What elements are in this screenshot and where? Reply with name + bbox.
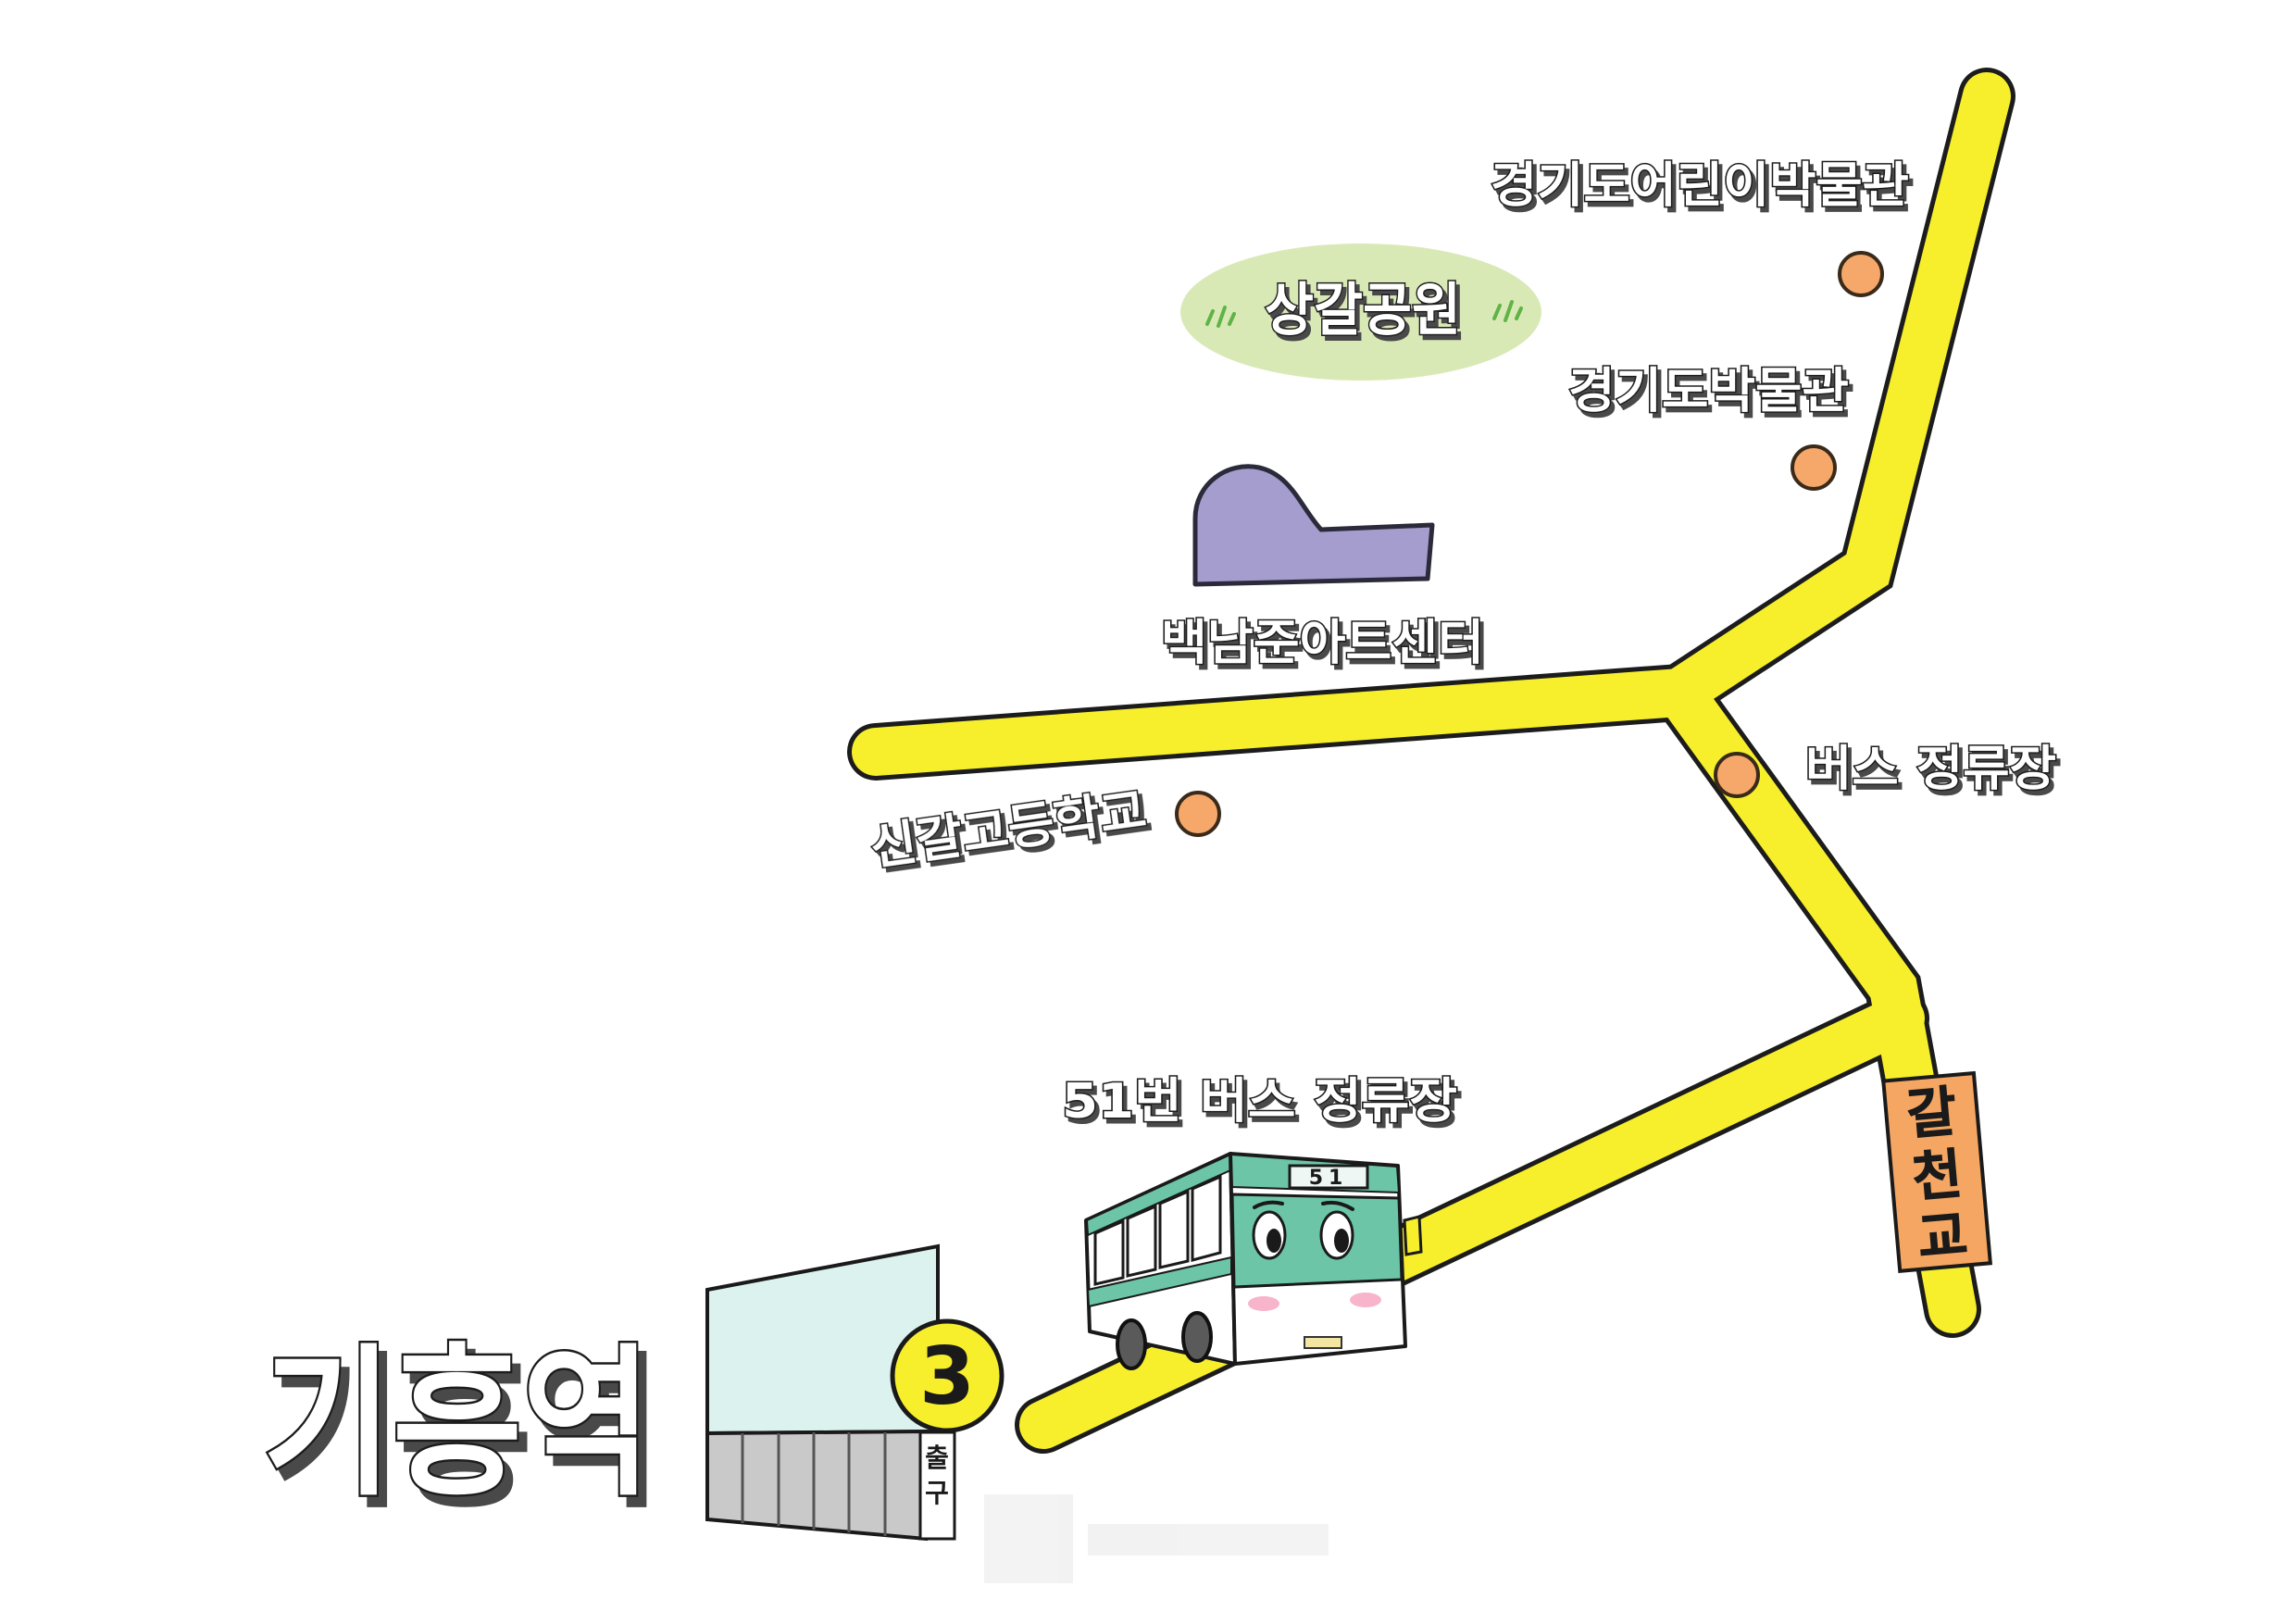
label-gyeonggi-provincial-museum: 경기도박물관: [1568, 364, 1849, 419]
art-center-building-icon: [1192, 464, 1435, 587]
grass-icon: [1205, 300, 1523, 328]
label-giheung-station: 기흥역: [263, 1330, 652, 1518]
bus-route-number: 51: [1309, 1167, 1349, 1190]
bus-front-wheel: [1181, 1311, 1213, 1363]
bus-right-pupil: [1334, 1229, 1349, 1253]
bus-rear-wheel: [1116, 1318, 1147, 1370]
bus-window: [1126, 1204, 1157, 1278]
watermark-bar: [1088, 1524, 1329, 1555]
nam-june-paik-art-center: 백남준아트센터: [1160, 464, 1486, 673]
sanggal-park: 상갈공원: [1180, 244, 1541, 381]
bridge-sign-board: [1881, 1070, 1993, 1273]
bus-side-windows: [1093, 1174, 1222, 1286]
exit-label-char-2: 구: [925, 1478, 949, 1508]
orange-dot-icon: [1838, 251, 1884, 297]
grass-left: [1205, 306, 1236, 328]
bus-window: [1191, 1174, 1222, 1262]
park-area: [1180, 244, 1541, 381]
label-sanggal-park: 상갈공원: [1265, 276, 1461, 344]
place-markers: [1175, 251, 1884, 837]
road-west: [852, 668, 1703, 776]
station-base: [705, 1429, 928, 1542]
exit-label-box: [918, 1430, 956, 1541]
bus-right-cheek: [1350, 1293, 1381, 1307]
label-bus-51-stop: 51번 버스 정류장: [1062, 1074, 1457, 1130]
label-bus-stop: 버스 정류장: [1805, 742, 2056, 797]
watermark-square: [984, 1494, 1073, 1583]
exit-number-circle: [890, 1318, 1004, 1433]
bus-side-mirror: [1403, 1215, 1423, 1256]
bus-eyebrows: [1253, 1200, 1354, 1211]
galcheon-bridge-sign: 갈 천 교: [1881, 1070, 1993, 1273]
station-base-stripes: [741, 1432, 887, 1536]
bus-window: [1093, 1218, 1125, 1286]
bridge-sign-char-3: 교: [1915, 1203, 1970, 1269]
label-gyeonggi-childrens-museum: 경기도어린이박물관: [1491, 158, 1909, 214]
bus-left-cheek: [1248, 1296, 1279, 1311]
bridge-sign-char-2: 천: [1910, 1143, 1965, 1209]
grass-right: [1492, 300, 1523, 322]
exit-number: 3: [919, 1330, 975, 1423]
orange-dot-icon: [1714, 752, 1760, 798]
bus-eyes: [1252, 1200, 1354, 1260]
label-nam-june-paik-art-center: 백남준아트센터: [1161, 616, 1484, 671]
bus-license-plate: [1304, 1336, 1342, 1349]
bus-route-display: [1288, 1164, 1369, 1190]
station-building-icon: [705, 1243, 940, 1542]
bus-icon: 51: [1084, 1152, 1423, 1370]
orange-dot-icon: [1175, 791, 1221, 837]
road-southwest: [1019, 994, 1925, 1449]
watermark-logo-icon: [984, 1494, 1329, 1583]
bus-left-pupil: [1267, 1229, 1281, 1253]
bridge-sign-char-1: 갈: [1904, 1080, 1959, 1146]
station-exit: 3 출 구: [890, 1318, 1004, 1541]
label-singal-high-school: 신갈고등학교: [867, 783, 1149, 877]
exit-label-char-1: 출: [925, 1443, 949, 1473]
road-north: [1655, 72, 2011, 717]
orange-dot-icon: [1791, 444, 1837, 491]
bus-window: [1158, 1189, 1190, 1269]
